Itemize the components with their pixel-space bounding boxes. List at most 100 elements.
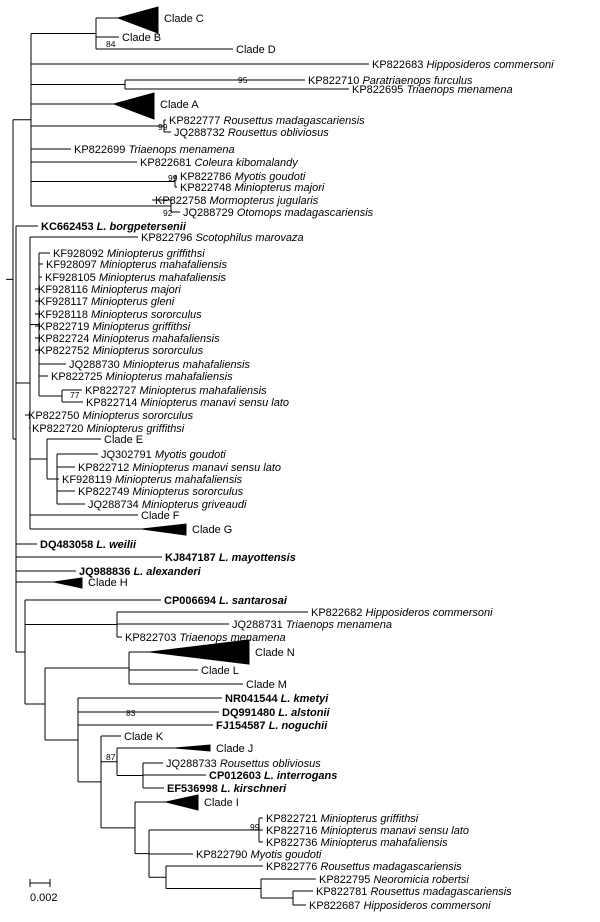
species-name: Rousettus madagascariensis: [223, 115, 365, 127]
cladei-collapsed-triangle: [165, 794, 199, 811]
leaf-label-cladea: Clade A: [160, 99, 199, 111]
accession: JQ302791: [101, 449, 155, 461]
species-name: Miniopterus sororculus: [82, 410, 193, 422]
leaf-label-l011: KP822681 Coleura kibomalandy: [140, 157, 299, 169]
species-name: Miniopterus majori: [234, 182, 324, 194]
accession: KP822781: [316, 886, 370, 898]
cladec-collapsed-triangle: [116, 6, 159, 34]
accession: KP822748: [180, 182, 234, 194]
accession: FJ154587: [216, 720, 269, 732]
species-name: Hipposideros commersoni: [365, 607, 493, 619]
accession: JQ288734: [88, 499, 142, 511]
species-name: Miniopterus majori: [91, 284, 181, 296]
bootstrap-value: 99: [250, 822, 260, 832]
leaf-label-l028: KP822725 Miniopterus mahafaliensis: [51, 371, 233, 383]
leaf-label-l057: JQ288733 Rousettus obliviosus: [166, 758, 321, 770]
species-name: L. santarosai: [219, 595, 288, 607]
leaf-label-l012: KP822786 Myotis goudoti: [180, 171, 306, 183]
accession: KP822687: [309, 900, 363, 912]
accession: KP822683: [372, 59, 426, 71]
species-name: L. alexanderi: [133, 566, 201, 578]
accession: CP006694: [164, 595, 219, 607]
leaf-label-l016: KC662453 L. borgpetersenii: [41, 221, 187, 233]
cladeg-collapsed-triangle: [141, 523, 187, 536]
leaf-label-l024: KP822719 Miniopterus griffithsi: [38, 321, 191, 333]
species-name: Miniopterus griveaudi: [142, 499, 247, 511]
accession: JQ288731: [232, 619, 286, 631]
accession: KP822719: [38, 321, 92, 333]
leaf-label-l013: KP822748 Miniopterus majori: [180, 182, 325, 194]
species-name: Otomops madagascariensis: [237, 207, 374, 219]
species-name: L. alstonii: [278, 707, 330, 719]
accession: KP822721: [266, 813, 320, 825]
leaf-label-claded: Clade D: [236, 44, 276, 56]
accession: KJ847187: [165, 552, 219, 564]
species-name: Rousettus obliviosus: [220, 758, 321, 770]
leaf-label-l006: KP822695 Triaenops menamena: [352, 84, 513, 96]
species-name: Miniopterus mahafaliensis: [123, 359, 251, 371]
leaf-label-l008: KP822777 Rousettus madagascariensis: [169, 115, 365, 127]
species-name: L. kirschneri: [221, 783, 287, 795]
species-name: Miniopterus mahafaliensis: [100, 259, 228, 271]
leaf-label-l017: KP822796 Scotophilus marovaza: [141, 232, 304, 244]
species-name: L. kmetyi: [281, 693, 330, 705]
species-name: Miniopterus mahafaliensis: [92, 333, 220, 345]
leaf-label-l018: KF928092 Miniopterus griffithsi: [53, 248, 205, 260]
accession: KP822724: [38, 333, 92, 345]
species-name: L. weilii: [96, 539, 137, 551]
leaf-label-l064: KP822790 Myotis goudoti: [196, 849, 322, 861]
bootstrap-value: 83: [126, 708, 136, 718]
accession: KP822796: [141, 232, 195, 244]
species-name: Triaenops menamena: [406, 84, 512, 96]
leaf-label-l009: JQ288732 Rousettus obliviosus: [174, 127, 329, 139]
accession: KF928116: [38, 284, 91, 296]
leaf-label-l022: KF928117 Miniopterus gleni: [38, 296, 175, 308]
scale-bar-label: 0.002: [30, 892, 58, 904]
leaf-label-l036: KF928119 Miniopterus mahafaliensis: [62, 474, 243, 486]
leaf-label-cladei: Clade I: [204, 797, 239, 809]
leaf-label-cladee: Clade E: [104, 434, 143, 446]
accession: DQ483058: [40, 539, 96, 551]
species-name: Miniopterus mahafaliensis: [320, 837, 448, 849]
species-name: Miniopterus mahafaliensis: [99, 272, 227, 284]
leaf-label-cladej: Clade J: [216, 743, 253, 755]
leaf-label-l066: KP822795 Neoromicia robertsi: [319, 874, 469, 886]
leaf-label-l067: KP822781 Rousettus madagascariensis: [316, 886, 512, 898]
accession: KP822712: [78, 462, 132, 474]
leaf-label-l059: EF536998 L. kirschneri: [167, 783, 287, 795]
leaf-label-l052: NR041544 L. kmetyi: [225, 693, 329, 705]
leaf-label-l032: KP822720 Miniopterus griffithsi: [32, 423, 185, 435]
accession: KP822716: [266, 825, 320, 837]
leaf-label-l047: JQ288731 Triaenops menamena: [232, 619, 392, 631]
leaf-label-l041: DQ483058 L. weilii: [40, 539, 137, 551]
bootstrap-value: 99: [158, 122, 168, 132]
leaf-label-l023: KF928118 Miniopterus sororculus: [38, 309, 202, 321]
accession: KP822790: [196, 849, 250, 861]
leaf-label-l020: KF928105 Miniopterus mahafaliensis: [45, 272, 226, 284]
accession: KP822714: [86, 397, 140, 409]
species-name: Miniopterus gleni: [91, 296, 175, 308]
leaf-label-l068: KP822687 Hipposideros commersoni: [309, 900, 491, 912]
leaf-label-cladek: Clade K: [124, 731, 164, 743]
species-name: Miniopterus manavi sensu lato: [320, 825, 469, 837]
accession: KP822786: [180, 171, 234, 183]
tree-branches: [6, 6, 369, 906]
leaf-label-l058: CP012603 L. interrogans: [209, 770, 337, 782]
species-name: Miniopterus sororculus: [132, 486, 243, 498]
leaf-label-cladeg: Clade G: [192, 524, 232, 536]
leaf-label-l010: KP822699 Triaenops menamena: [74, 144, 235, 156]
accession: KP822682: [311, 607, 365, 619]
accession: EF536998: [167, 783, 221, 795]
species-name: Miniopterus griffithsi: [107, 248, 205, 260]
accession: KP822736: [266, 837, 320, 849]
species-name: Miniopterus mahafaliensis: [105, 371, 233, 383]
species-name: Mormopterus jugularis: [209, 195, 318, 207]
accession: KP822681: [140, 157, 194, 169]
accession: KC662453: [41, 221, 97, 233]
accession: KF928092: [53, 248, 107, 260]
bootstrap-value: 92: [163, 208, 173, 218]
leaf-label-l026: KP822752 Miniopterus sororculus: [38, 345, 204, 357]
accession: JQ288730: [69, 359, 123, 371]
leaf-label-l027: JQ288730 Miniopterus mahafaliensis: [69, 359, 250, 371]
